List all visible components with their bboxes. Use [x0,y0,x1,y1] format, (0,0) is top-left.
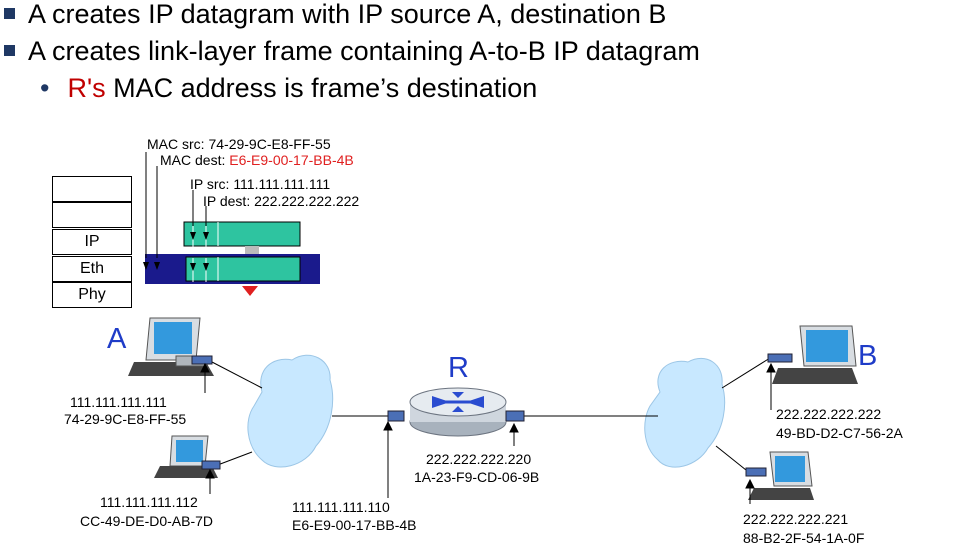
router-icon [409,387,507,437]
host-a2-ip: 111.111.111.112 [100,494,198,510]
stack-layer [52,176,132,202]
router-left-interface-icon [387,410,405,422]
down-arrow-icon [242,286,258,296]
host-a2-interface-icon [201,460,221,470]
stack-layer-phy: Phy [52,282,132,308]
host-a-computer-icon [128,317,214,376]
host-b2-interface-icon [745,467,767,477]
bullet-2: A creates link-layer frame containing A-… [4,36,700,66]
host-b-computer-icon [772,325,858,384]
router-right-ip: 222.222.222.220 [426,451,532,467]
host-b-mac: 49-BD-D2-C7-56-2A [776,425,903,441]
stack-layer-ip: IP [52,229,132,255]
stack-layer [52,202,132,228]
host-a2-computer-icon [154,435,218,478]
bullet-1: A creates IP datagram with IP source A, … [4,0,666,29]
host-a-name: A [107,323,127,355]
host-b-name: B [858,340,878,372]
mac-dest-label: MAC dest: E6-E9-00-17-BB-4B [160,152,354,168]
host-b-ip: 222.222.222.222 [776,406,882,422]
bullet-square-icon [4,45,15,56]
encapsulated-datagram [185,256,301,282]
right-subnet-cloud [644,357,726,468]
router-name: R [448,352,469,384]
ip-datagram [183,221,301,247]
sub-bullet-text: MAC address is frame’s destination [105,73,538,103]
ip-dest-label: IP dest: 222.222.222.222 [203,193,360,209]
host-b2-computer-icon [748,451,814,500]
sub-bullet: • R's MAC address is frame’s destination [40,73,537,103]
left-subnet-cloud [247,354,334,468]
host-b2-mac: 88-B2-2F-54-1A-0F [743,530,865,546]
host-a-interface-icon [191,355,213,365]
mac-src-label: MAC src: 74-29-9C-E8-FF-55 [147,136,331,152]
host-a-ip: 111.111.111.111 [70,394,167,410]
bullet-dot-icon: • [40,73,50,103]
sub-bullet-prefix: R's [67,73,106,103]
host-b-interface-icon [767,353,793,363]
host-a-mac: 74-29-9C-E8-FF-55 [64,411,187,427]
router-right-interface-icon [505,410,525,422]
router-left-mac: E6-E9-00-17-BB-4B [292,517,417,533]
router-right-mac: 1A-23-F9-CD-06-9B [414,469,540,485]
ip-src-label: IP src: 111.111.111.111 [190,176,331,192]
stack-layer-eth: Eth [52,256,132,282]
router-left-ip: 111.111.111.110 [292,499,390,515]
bullet-square-icon [4,8,15,19]
host-a2-mac: CC-49-DE-D0-AB-7D [80,513,214,529]
host-b2-ip: 222.222.222.221 [743,511,849,527]
